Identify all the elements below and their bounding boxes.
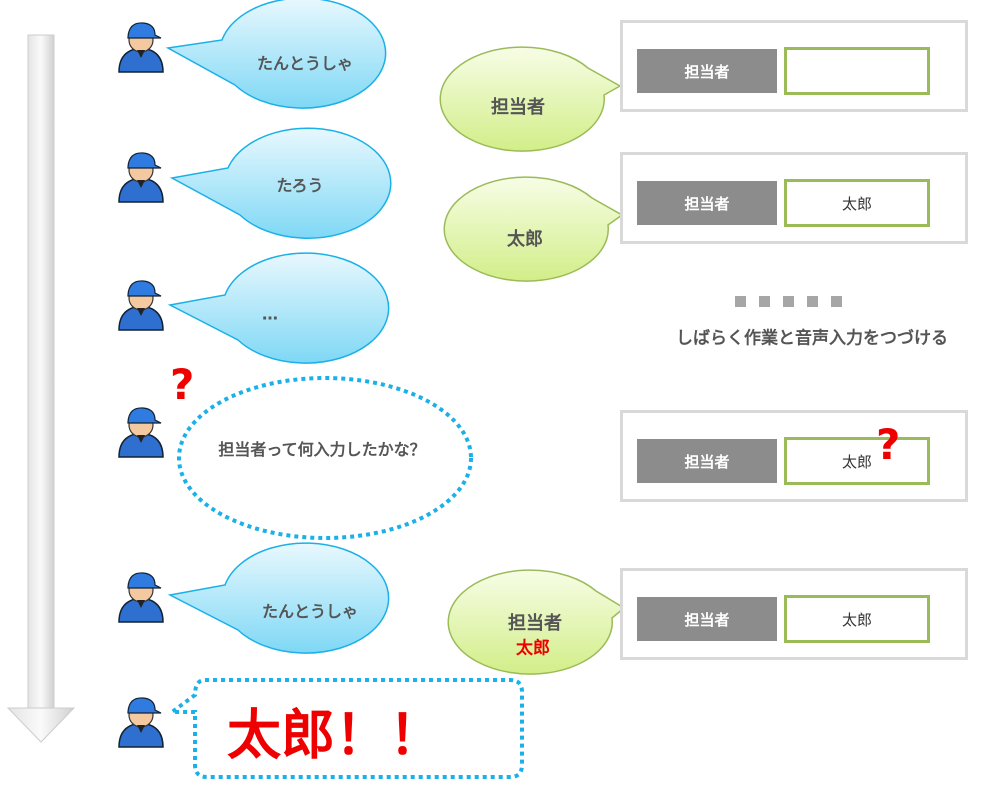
assignee-input[interactable]: 太郎: [784, 437, 930, 485]
shout-bubble: [165, 678, 524, 779]
question-mark: ?: [170, 360, 195, 409]
continue-text: しばらく作業と音声入力をつづける: [676, 328, 948, 349]
speech-text: たんとうしゃ: [261, 602, 359, 621]
assignee-input[interactable]: [784, 47, 930, 95]
speech-bubble: [167, 542, 390, 654]
ellipsis-square: [831, 296, 842, 307]
system-text: 太郎: [507, 229, 543, 250]
speech-text: たんとうしゃ: [256, 54, 354, 73]
system-bubble: [443, 176, 624, 282]
worker-icon: [118, 572, 164, 623]
field-label: 担当者: [637, 597, 777, 641]
speech-bubble: [165, 0, 387, 109]
shout-text: 太郎！！: [227, 703, 443, 767]
thought-text: 担当者って何入力したかな？: [218, 440, 426, 459]
speech-bubble: [169, 127, 392, 239]
system-bubble: [447, 569, 626, 675]
form-panel: 担当者: [620, 20, 968, 112]
speech-text: …: [262, 304, 278, 324]
worker-icon: [118, 152, 164, 203]
system-bubble: [439, 46, 622, 152]
system-text: 担当者: [508, 613, 562, 634]
worker-icon: [118, 22, 164, 73]
ellipsis-square: [759, 296, 770, 307]
speech-text: たろう: [276, 176, 324, 195]
ellipsis-square: [783, 296, 794, 307]
timeline-arrow: [6, 34, 76, 743]
assignee-input[interactable]: 太郎: [784, 179, 930, 227]
system-text: 担当者: [491, 97, 545, 118]
assignee-input[interactable]: 太郎: [784, 595, 930, 643]
field-label: 担当者: [637, 439, 777, 483]
form-panel: 担当者 太郎: [620, 152, 968, 244]
form-panel: 担当者 太郎: [620, 568, 968, 660]
ellipsis-square: [735, 296, 746, 307]
speech-bubble: [167, 252, 390, 364]
form-panel: 担当者 太郎: [620, 410, 968, 502]
thought-bubble: [177, 376, 473, 540]
ellipsis-square: [807, 296, 818, 307]
worker-icon: [118, 697, 164, 748]
worker-icon: [118, 407, 164, 458]
field-label: 担当者: [637, 49, 777, 93]
worker-icon: [118, 280, 164, 331]
question-mark: ?: [876, 420, 901, 469]
system-value-text: 太郎: [516, 638, 550, 659]
field-label: 担当者: [637, 181, 777, 225]
